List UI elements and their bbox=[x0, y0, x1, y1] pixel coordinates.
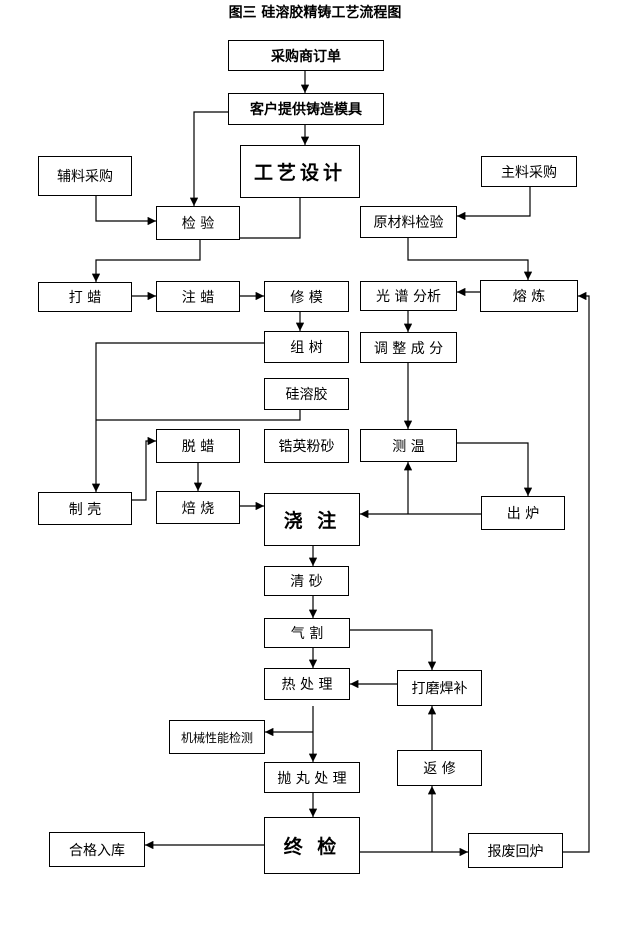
node-aux-purchase: 辅料采购 bbox=[38, 156, 132, 196]
node-mold-repair: 修 模 bbox=[264, 281, 349, 312]
line-silica-to-shell bbox=[96, 410, 301, 421]
node-adjust: 调 整 成 分 bbox=[360, 332, 457, 363]
node-heat-treat: 热 处 理 bbox=[264, 668, 350, 700]
node-wax-inject: 注 蜡 bbox=[156, 281, 240, 312]
node-grind-weld: 打磨焊补 bbox=[397, 670, 482, 706]
node-temp-measure: 测 温 bbox=[360, 429, 457, 462]
arrow-main-to-raw bbox=[457, 187, 531, 221]
arrow-scrap-to-melt bbox=[563, 291, 590, 853]
arrow-shell-to-dewax bbox=[132, 436, 156, 501]
node-pour: 浇 注 bbox=[264, 493, 360, 546]
arrow-cut-to-grind bbox=[350, 629, 437, 670]
line-design-to-inspect bbox=[240, 198, 301, 239]
node-inspect: 检 验 bbox=[156, 206, 240, 240]
node-rework: 返 修 bbox=[397, 750, 482, 786]
node-shell: 制 壳 bbox=[38, 492, 132, 525]
node-tap: 出 炉 bbox=[481, 496, 565, 530]
node-mech-test: 机械性能检测 bbox=[169, 720, 265, 754]
node-spectrum: 光 谱 分析 bbox=[360, 281, 457, 311]
node-process-design: 工艺设计 bbox=[240, 145, 360, 198]
node-shot-blast: 抛 丸 处 理 bbox=[264, 762, 360, 793]
node-main-purchase: 主料采购 bbox=[481, 156, 577, 187]
node-assemble: 组 树 bbox=[264, 331, 349, 363]
arrow-inspect-to-wax bbox=[91, 240, 201, 282]
node-dewax: 脱 蜡 bbox=[156, 429, 240, 463]
diagram-title: 图三 硅溶胶精铸工艺流程图 bbox=[228, 5, 402, 21]
node-final-check: 终 检 bbox=[264, 817, 360, 874]
node-raw-inspect: 原材料检验 bbox=[360, 206, 457, 238]
arrow-mold-to-inspect bbox=[189, 111, 228, 206]
node-silica-sol: 硅溶胶 bbox=[264, 378, 349, 410]
arrow-assemble-to-shell bbox=[91, 342, 264, 492]
node-roast: 焙 烧 bbox=[156, 491, 240, 524]
node-wax-press: 打 蜡 bbox=[38, 282, 132, 312]
node-gas-cut: 气 割 bbox=[264, 618, 350, 648]
node-zircon-sand: 锆英粉砂 bbox=[264, 429, 349, 463]
node-scrap-return: 报废回炉 bbox=[468, 833, 563, 868]
node-melt: 熔 炼 bbox=[480, 280, 578, 312]
arrow-temp-to-tap bbox=[457, 442, 533, 496]
node-purchase-order: 采购商订单 bbox=[228, 40, 384, 71]
node-qualified: 合格入库 bbox=[49, 832, 145, 867]
node-customer-mold: 客户提供铸造模具 bbox=[228, 93, 384, 125]
node-sand-clean: 清 砂 bbox=[264, 566, 349, 596]
arrow-aux-to-inspect bbox=[95, 196, 156, 226]
arrow-raw-to-melt bbox=[407, 238, 533, 280]
